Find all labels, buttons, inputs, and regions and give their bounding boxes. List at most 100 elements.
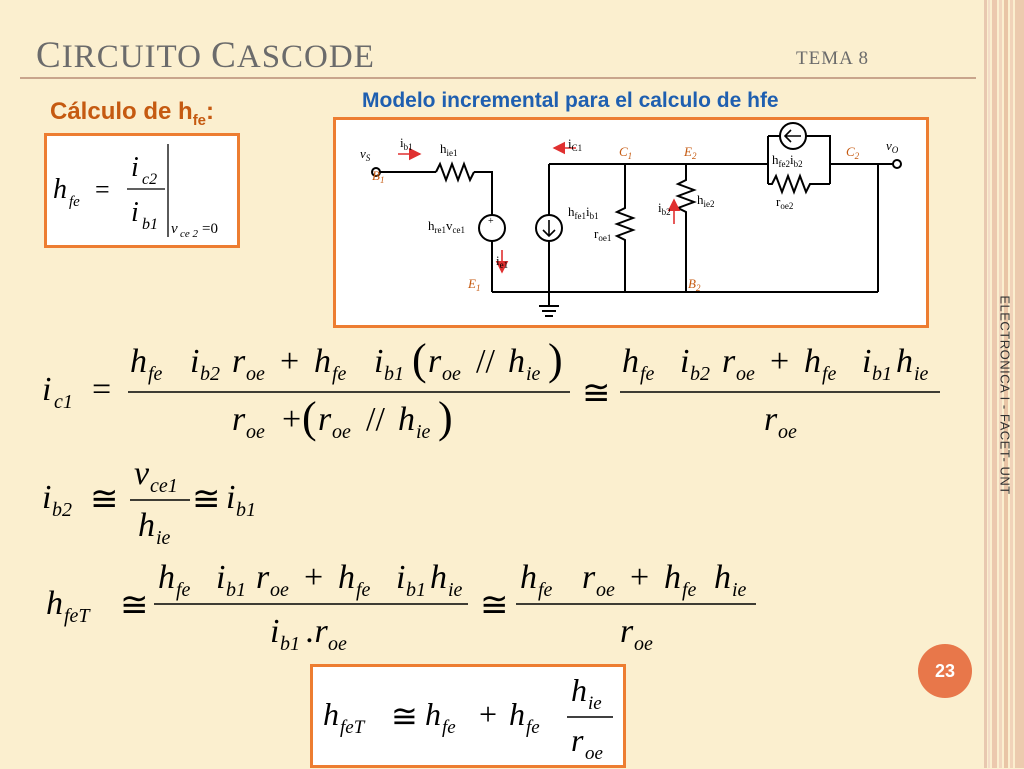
- page-number-badge: 23: [918, 644, 972, 698]
- den-h: h: [398, 401, 415, 438]
- wire-hfe2-right: [806, 135, 831, 184]
- res-approx: ≅: [391, 698, 418, 734]
- hfet-r-oe: oe: [596, 579, 615, 601]
- calc-label-sub: fe: [192, 111, 207, 129]
- def-lhs-sub: fe: [69, 194, 80, 210]
- ib2-den-ie: ie: [156, 527, 171, 549]
- current-source-hfe2-arrow-icon: [783, 129, 801, 143]
- res-den-r: r: [571, 722, 584, 758]
- label-b1: B1: [372, 168, 384, 185]
- side-label: ELECTRONICA I - FACET- UNT: [997, 295, 1013, 495]
- ib2-den-h: h: [138, 507, 155, 544]
- hfet-approx-2: ≅: [480, 587, 509, 624]
- r-fe1: fe: [640, 363, 655, 385]
- r-ie: ie: [914, 363, 929, 385]
- den-oe1: oe: [246, 421, 265, 443]
- hfet-r-plus: +: [630, 559, 649, 596]
- hfet-n-fe1: fe: [176, 579, 191, 601]
- hfet-d-dot-r: .r: [306, 613, 329, 650]
- label-vs: vS: [360, 146, 371, 163]
- num-h2: h: [314, 343, 331, 380]
- ic1-approx: ≅: [582, 375, 611, 412]
- hfet-lhs-h: h: [46, 585, 63, 622]
- num-rp: ): [548, 335, 563, 384]
- hfet-d-b1: b1: [280, 633, 300, 655]
- hfet-r-h1: h: [520, 559, 537, 596]
- num-lp: (: [412, 335, 427, 384]
- ic1-lhs: i: [42, 371, 51, 408]
- definition-box: h fe = i c2 i b1 v ce 2 =0: [44, 133, 240, 248]
- num-oe1: oe: [246, 363, 265, 385]
- hfet-n-h1: h: [158, 559, 175, 596]
- result-formula: h feT ≅ h fe + h fe h ie r oe: [323, 672, 613, 764]
- num-oe2: oe: [442, 363, 461, 385]
- edge-stripe-5: [1004, 0, 1008, 768]
- num-r1: r: [232, 343, 246, 380]
- hfet-n-h2: h: [338, 559, 355, 596]
- equation-hfet: h feT ≅ h fe i b1 r oe + h fe i b1 h ie …: [46, 559, 756, 655]
- res-num-h: h: [571, 672, 587, 708]
- label-roe2: roe2: [776, 194, 793, 211]
- r-oe1: oe: [736, 363, 755, 385]
- label-e1: E1: [467, 276, 480, 293]
- den-rp: ): [438, 393, 453, 442]
- def-num: i: [131, 152, 139, 183]
- edge-stripe-3: [992, 0, 997, 768]
- equation-ic1: i c1 = h fe i b2 r oe + h fe i b1 ( r oe…: [42, 335, 940, 443]
- edge-stripe-6: [1010, 0, 1013, 768]
- label-hfe1ib1: hfe1ib1: [568, 204, 599, 221]
- title-rest-2: ASCODE: [236, 39, 375, 75]
- num-fe1: fe: [148, 363, 163, 385]
- num-h1: h: [130, 343, 147, 380]
- terminal-vs: [371, 167, 381, 177]
- label-ib2: ib2: [658, 200, 671, 217]
- label-ib1: ib1: [400, 135, 413, 152]
- r-h1: h: [622, 343, 639, 380]
- tema-label: TEMA 8: [796, 48, 870, 69]
- res-den-oe: oe: [585, 743, 603, 764]
- ib2-approx-1: ≅: [90, 481, 119, 518]
- den-lp: (: [302, 393, 317, 442]
- hfet-d-i: i: [270, 613, 279, 650]
- hfet-r-d-oe: oe: [634, 633, 653, 655]
- label-hie2: hie2: [697, 192, 715, 209]
- result-box: h feT ≅ h fe + h fe h ie r oe: [310, 664, 626, 768]
- res-lhs-sub: feT: [340, 717, 366, 738]
- vsource-plus: +: [488, 216, 494, 227]
- den-r2: r: [318, 401, 332, 438]
- den-plus: +: [282, 401, 301, 438]
- r-h3: h: [896, 343, 913, 380]
- page-title: CIRCUITO CASCODE: [36, 34, 375, 77]
- num-plus: +: [280, 343, 299, 380]
- resistor-roe2: [768, 173, 830, 195]
- equation-ib2: i b2 ≅ v ce1 h ie ≅ i b1: [42, 455, 256, 549]
- hfet-n-i1: i: [216, 559, 225, 596]
- ib2-rhs-b1: b1: [236, 499, 256, 521]
- num-b1: b1: [384, 363, 404, 385]
- edge-stripe-7: [1015, 0, 1024, 768]
- r-plus: +: [770, 343, 789, 380]
- hfet-r-r: r: [582, 559, 596, 596]
- title-initial-1: C: [36, 35, 62, 76]
- den-ie: ie: [416, 421, 431, 443]
- hfet-n-h3: h: [430, 559, 447, 596]
- resistor-roe1: [614, 164, 636, 292]
- r-h2: h: [804, 343, 821, 380]
- label-hfe2ib2: hfe2ib2: [772, 152, 803, 169]
- hfet-n-b1b: b1: [406, 579, 426, 601]
- edge-stripe-1: [984, 0, 987, 768]
- den-oe2: oe: [332, 421, 351, 443]
- resistor-hie2: [675, 164, 697, 292]
- label-e2: E2: [683, 144, 697, 161]
- den-par: //: [366, 401, 385, 438]
- r-den-oe: oe: [778, 421, 797, 443]
- num-fe2: fe: [332, 363, 347, 385]
- hfet-r-h2: h: [664, 559, 681, 596]
- ic1-lhs-sub: c1: [54, 391, 73, 413]
- res-fe2: fe: [526, 717, 540, 738]
- num-i1: i: [190, 343, 199, 380]
- label-ie1: ie1: [496, 253, 508, 270]
- num-par: //: [476, 343, 495, 380]
- hfet-r-ie: ie: [732, 579, 747, 601]
- r-i1: i: [680, 343, 689, 380]
